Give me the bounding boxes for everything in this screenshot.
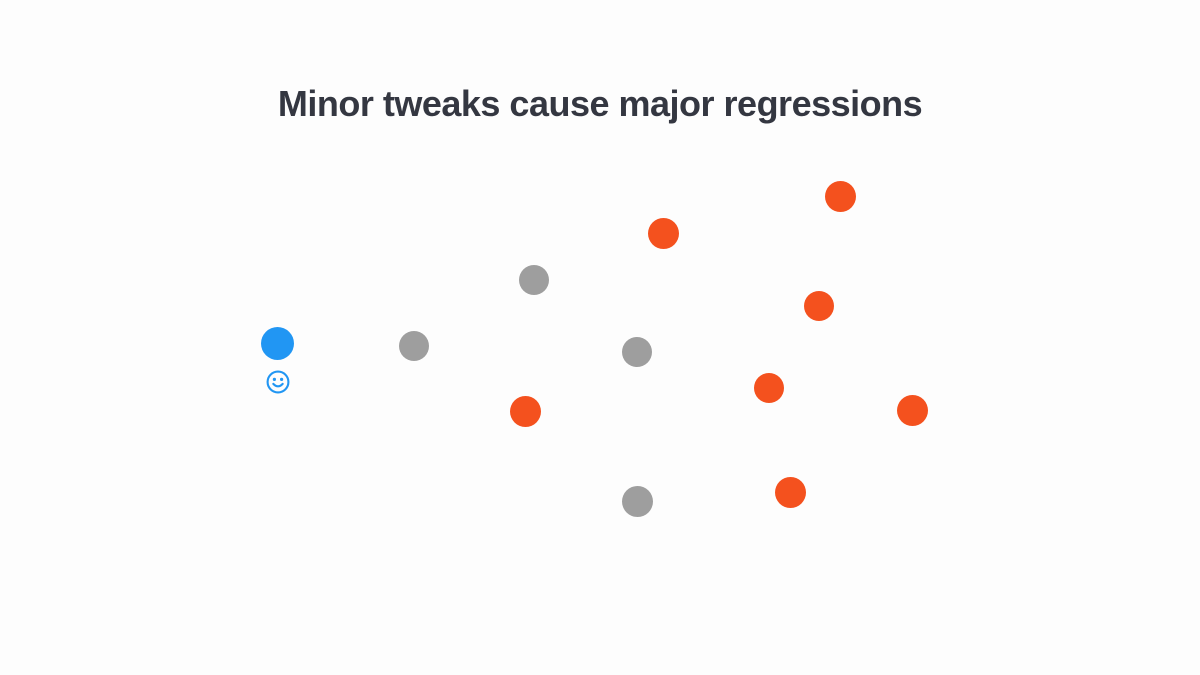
smiley-face-icon xyxy=(266,370,290,394)
dot-gray xyxy=(519,265,549,295)
dot-orange xyxy=(754,373,784,403)
dot-orange xyxy=(896,394,928,426)
dot-orange xyxy=(647,217,679,249)
dot-orange xyxy=(824,180,856,212)
page-title: Minor tweaks cause major regressions xyxy=(277,83,923,124)
dot-orange xyxy=(804,291,834,321)
dot-orange xyxy=(509,395,541,427)
dot-gray xyxy=(399,331,429,361)
dot-gray xyxy=(621,485,653,517)
dot-orange xyxy=(774,476,806,508)
dot-blue xyxy=(260,326,294,360)
dot-gray xyxy=(622,337,652,367)
